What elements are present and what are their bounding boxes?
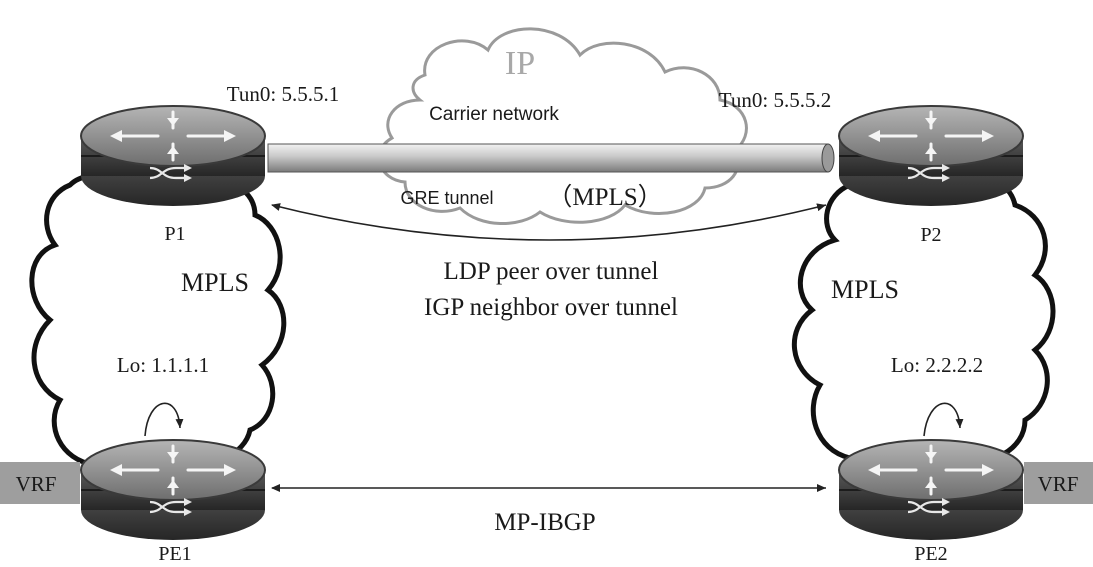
mpls-left-label: MPLS (181, 268, 249, 297)
gre-tunnel-pipe (267, 143, 835, 173)
vrf-right-label: VRF (1038, 472, 1079, 496)
mpls-right-label: MPLS (831, 275, 899, 304)
ip-cloud-label: IP (505, 45, 535, 82)
mp-ibgp-label: MP-IBGP (494, 509, 595, 536)
vrf-bar-left (0, 462, 80, 504)
router-p2-icon[interactable] (837, 104, 1025, 208)
tun0-p2-label: Tun0: 5.5.5.2 (719, 88, 831, 112)
vrf-bar-right (1024, 462, 1093, 504)
ldp-peer-label: LDP peer over tunnel (444, 258, 659, 285)
igp-neighbor-label: IGP neighbor over tunnel (424, 294, 678, 321)
loopback-pe1-arrow (144, 402, 184, 437)
vrf-left-label: VRF (16, 472, 57, 496)
router-p1-icon[interactable] (79, 104, 267, 208)
p1-label: P1 (164, 223, 185, 245)
pe2-label: PE2 (914, 543, 947, 565)
mpls-cloud-right (791, 168, 1056, 476)
gre-tunnel-label: GRE tunnel (400, 188, 493, 208)
router-pe1-icon[interactable] (79, 438, 267, 542)
router-pe2-icon[interactable] (837, 438, 1025, 542)
mpls-paren-label: （MPLS） (547, 183, 662, 211)
tun0-p1-label: Tun0: 5.5.5.1 (227, 82, 339, 106)
pe1-label: PE1 (158, 543, 191, 565)
loopback-pe2-label: Lo: 2.2.2.2 (891, 353, 983, 377)
loopback-pe1-label: Lo: 1.1.1.1 (117, 353, 209, 377)
ldp-peer-arrow (271, 203, 827, 241)
p2-label: P2 (920, 224, 941, 246)
mpls-cloud-left (29, 170, 287, 478)
carrier-network-label: Carrier network (429, 104, 559, 125)
loopback-pe2-arrow (923, 402, 964, 437)
